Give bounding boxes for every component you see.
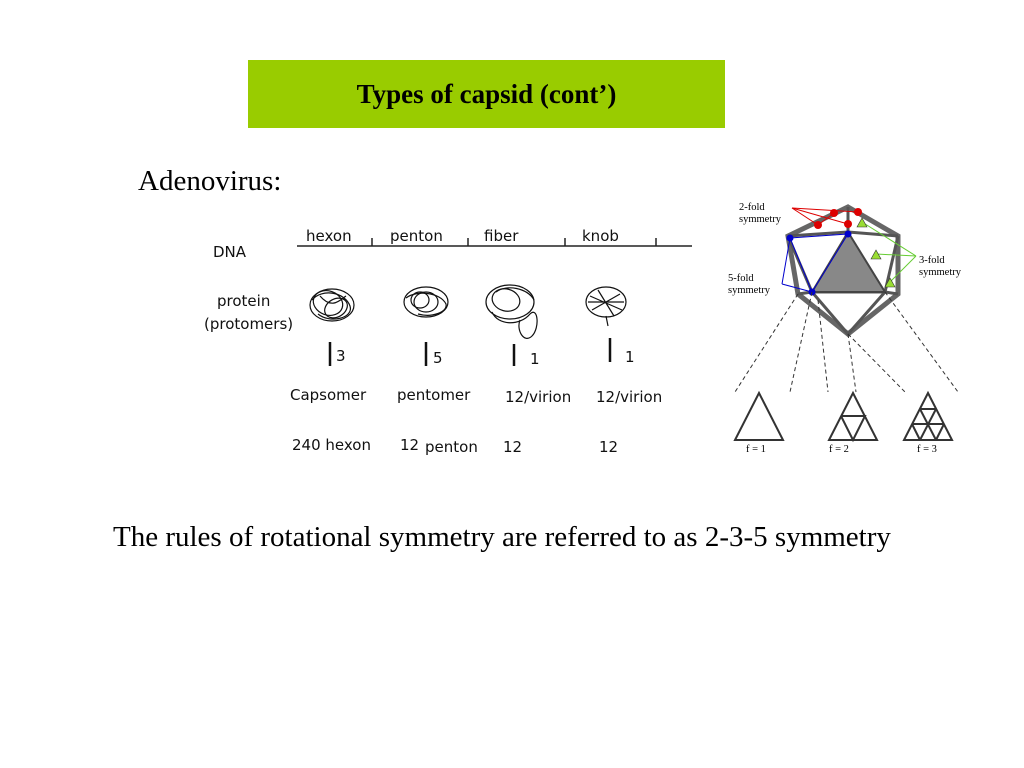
two-fold-label: 2-fold	[739, 202, 765, 213]
two-fold-point	[854, 208, 862, 216]
gene-label-fiber: fiber	[484, 227, 519, 245]
penton-count: 5	[433, 349, 443, 367]
hexon-count: 3	[336, 347, 346, 365]
three-fold-marker	[856, 217, 868, 228]
hexon-per-virion: 240 hexon	[292, 436, 371, 454]
penton-per-virion-number: 12	[400, 436, 419, 454]
three-fold-marker	[884, 277, 896, 288]
three-fold-marker	[870, 249, 882, 260]
protomers-label: (protomers)	[204, 315, 293, 333]
two-fold-point	[830, 209, 838, 217]
hexon-unit: Capsomer	[290, 386, 367, 404]
fiber-count: 1	[530, 350, 540, 368]
penton-protein-scribble	[403, 286, 449, 318]
facet-label-f3: f = 3	[917, 444, 937, 455]
protein-label: protein	[217, 292, 270, 310]
penton-unit: pentomer	[397, 386, 471, 404]
gene-label-hexon: hexon	[306, 227, 352, 245]
fiber-per-virion: 12	[503, 438, 522, 456]
facet-triangle-f2	[827, 390, 879, 443]
three-fold-lines	[861, 221, 917, 283]
shaded-face	[810, 230, 887, 293]
five-fold-label-2: symmetry	[728, 285, 771, 296]
five-fold-label: 5-fold	[728, 273, 754, 284]
three-fold-label-2: symmetry	[919, 267, 962, 278]
slide-subtitle: Adenovirus:	[138, 165, 282, 197]
knob-unit: 12/virion	[596, 388, 662, 406]
five-fold-point	[844, 230, 852, 238]
facet-label-f1: f = 1	[746, 444, 766, 455]
knob-protein-scribble	[585, 286, 627, 327]
gene-label-penton: penton	[390, 227, 443, 245]
hexon-protein-scribble	[309, 288, 355, 322]
facet-triangle-f1	[733, 390, 785, 441]
knob-per-virion: 12	[599, 438, 618, 456]
slide-title: Types of capsid (cont’)	[356, 78, 617, 109]
title-banner: Types of capsid (cont’)	[248, 60, 725, 128]
penton-per-virion-word: penton	[425, 438, 478, 456]
two-fold-label-2: symmetry	[739, 214, 782, 225]
fiber-unit: 12/virion	[505, 388, 571, 406]
gene-label-knob: knob	[582, 227, 619, 245]
dna-label: DNA	[213, 243, 247, 261]
projection-lines	[734, 291, 959, 393]
facet-triangle-f3	[902, 390, 954, 441]
fiber-protein-scribble	[485, 284, 538, 339]
slide-body-text: The rules of rotational symmetry are ref…	[113, 521, 891, 553]
two-fold-point	[814, 221, 822, 229]
facet-label-f2: f = 2	[829, 444, 849, 455]
three-fold-label: 3-fold	[919, 255, 945, 266]
five-fold-point	[786, 234, 794, 242]
knob-count: 1	[625, 348, 635, 366]
two-fold-point	[844, 220, 852, 228]
